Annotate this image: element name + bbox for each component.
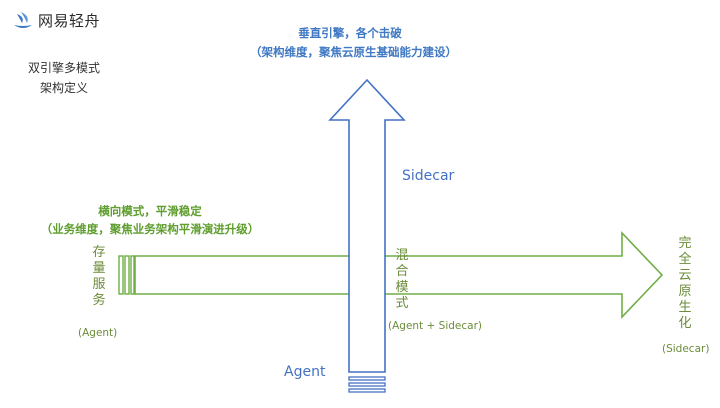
stage-middle-label: 混合模式 xyxy=(395,248,409,311)
stage-middle-sub: (Agent + Sidecar) xyxy=(388,320,482,332)
horizontal-heading-line-2: （业务维度，聚焦业务架构平滑演进升级） xyxy=(40,222,260,236)
vertical-heading: 垂直引擎，各个击破 （架构维度，聚焦云原生基础能力建设） xyxy=(250,24,457,62)
horizontal-tail-bar-3 xyxy=(130,255,135,295)
diagram-title: 双引擎多模式 架构定义 xyxy=(18,58,110,98)
horizontal-heading: 横向模式，平滑稳定 （业务维度，聚焦业务架构平滑演进升级） xyxy=(30,202,270,238)
horizontal-heading-line-1: 横向模式，平滑稳定 xyxy=(98,204,202,218)
horizontal-tail-bar-2 xyxy=(124,255,130,295)
stage-left-sub: (Agent) xyxy=(78,327,118,339)
logo-text: 网易轻舟 xyxy=(38,12,101,30)
stage-right-label: 完全云原生化 xyxy=(678,236,692,331)
agent-label: Agent xyxy=(284,364,326,380)
vertical-heading-line-1: 垂直引擎，各个击破 xyxy=(298,26,402,40)
vertical-tail-bar-3 xyxy=(348,388,386,393)
stage-left-label: 存量服务 xyxy=(92,245,106,308)
vertical-heading-line-2: （架构维度，聚焦云原生基础能力建设） xyxy=(250,45,457,59)
boat-logo-icon xyxy=(14,11,32,28)
vertical-tail-bar-1 xyxy=(348,376,386,381)
stage-right-sub: (Sidecar) xyxy=(662,343,710,355)
title-line-1: 双引擎多模式 xyxy=(27,61,100,75)
vertical-tail-bar-2 xyxy=(348,382,386,387)
logo: 网易轻舟 xyxy=(12,10,100,31)
horizontal-tail-bar-1 xyxy=(118,255,124,295)
horizontal-arrow xyxy=(118,231,664,319)
vertical-arrow xyxy=(328,78,406,393)
sidecar-label: Sidecar xyxy=(402,168,455,184)
title-line-2: 架构定义 xyxy=(39,81,88,95)
